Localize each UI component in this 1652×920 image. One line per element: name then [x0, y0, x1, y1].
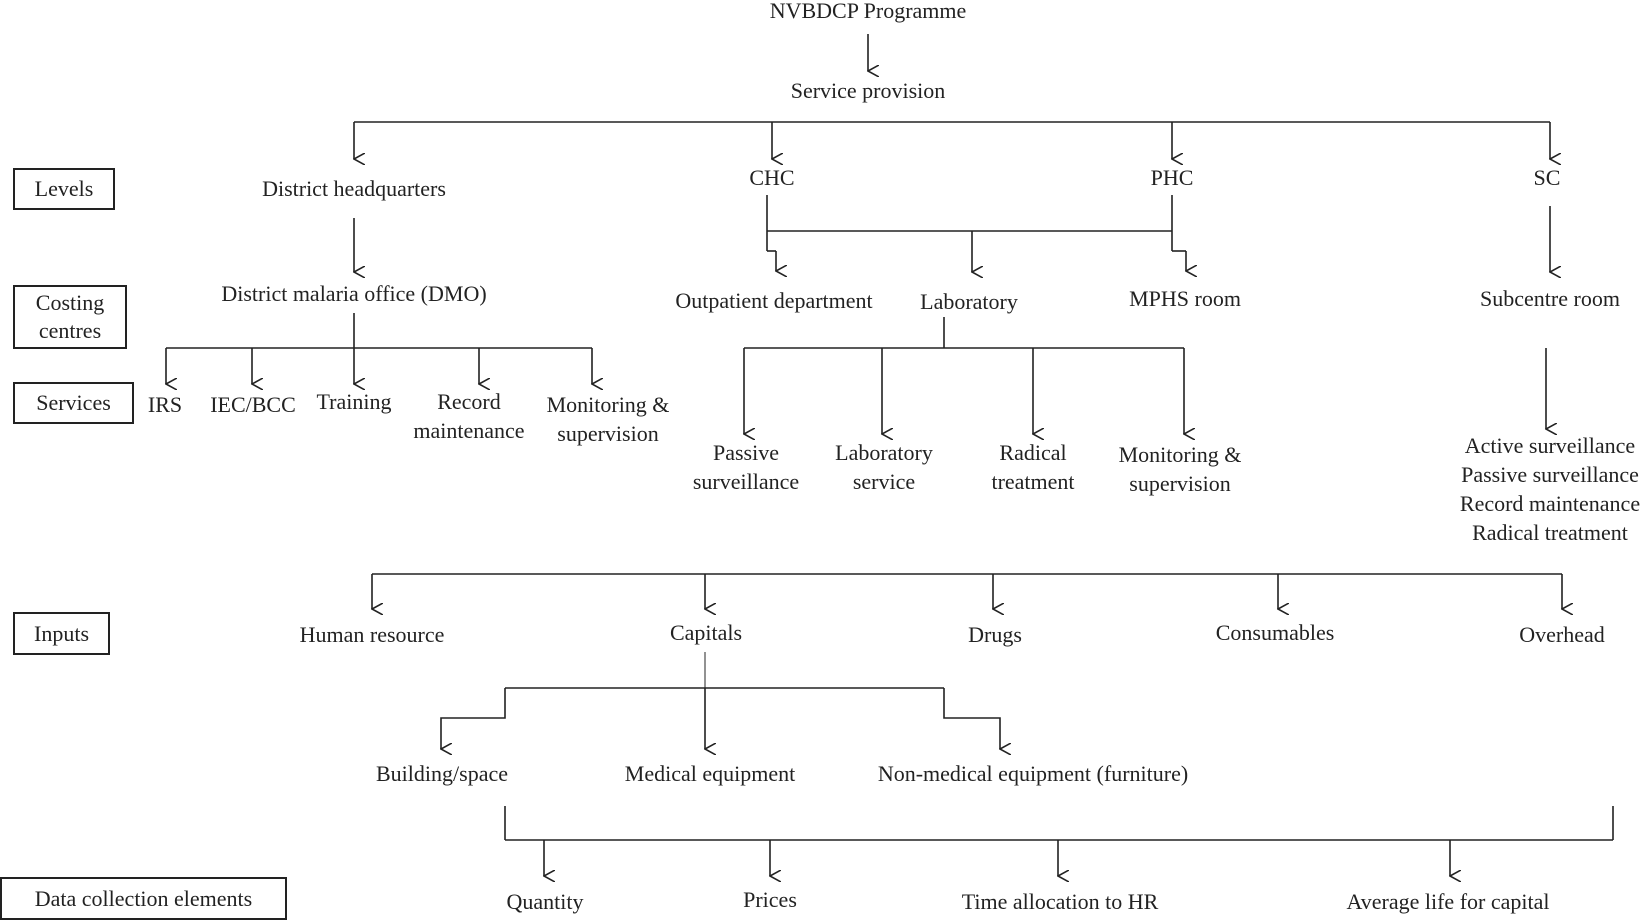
overhead-node: Overhead	[1519, 622, 1605, 647]
services-label: Services	[13, 382, 134, 424]
data-collection-label-text: Data collection elements	[34, 885, 253, 911]
dmo-monitoring-line1: Monitoring &	[546, 392, 670, 417]
radical-treatment-node: Radical treatment	[991, 438, 1074, 496]
laboratory-service-node: Laboratory service	[835, 438, 933, 496]
passive-surveillance-node: Passive surveillance	[693, 438, 799, 496]
human-resource-node: Human resource	[299, 622, 445, 647]
consumables-node: Consumables	[1215, 620, 1335, 645]
labservice-line1: Laboratory	[835, 440, 933, 465]
building-node: Building/space	[376, 761, 508, 786]
service-provision-node: Service provision	[790, 78, 946, 103]
sc-passive: Passive surveillance	[1461, 462, 1639, 487]
inputs-label: Inputs	[13, 612, 110, 655]
costing-centres-label-line1: Costing	[35, 290, 105, 315]
sc-active: Active surveillance	[1464, 433, 1636, 458]
root-node: NVBDCP Programme	[769, 0, 967, 23]
dmo-node: District malaria office (DMO)	[221, 281, 487, 306]
dmo-monitoring-line2: supervision	[557, 421, 659, 446]
record-line1: Record	[437, 389, 501, 414]
arrow-building	[441, 688, 506, 749]
opd-node: Outpatient department	[675, 288, 873, 313]
lab-monitoring-line1: Monitoring &	[1118, 442, 1242, 467]
subcentre-node: Subcentre room	[1480, 286, 1620, 311]
nonmedical-equipment-node: Non-medical equipment (furniture)	[877, 761, 1189, 786]
training-node: Training	[316, 389, 392, 414]
medical-equipment-node: Medical equipment	[624, 761, 796, 786]
prices-node: Prices	[743, 887, 797, 912]
irs-node: IRS	[147, 392, 183, 417]
sc-node: SC	[1533, 165, 1561, 190]
arrow-nonmedical	[943, 688, 1000, 749]
radical-line2: treatment	[991, 469, 1075, 494]
mphs-node: MPHS room	[1129, 286, 1241, 311]
services-label-text: Services	[36, 390, 111, 415]
iec-node: IEC/BCC	[210, 392, 296, 417]
record-line2: maintenance	[413, 418, 525, 443]
chc-node: CHC	[749, 165, 795, 190]
data-collection-label: Data collection elements	[0, 877, 287, 920]
laboratory-node: Laboratory	[920, 289, 1018, 314]
inputs-label-text: Inputs	[34, 620, 89, 646]
levels-label-text: Levels	[34, 176, 94, 201]
time-allocation-node: Time allocation to HR	[961, 889, 1159, 914]
district-hq-node: District headquarters	[262, 176, 446, 201]
record-maintenance-node: Record maintenance	[413, 387, 524, 445]
passive-line2: surveillance	[692, 469, 800, 494]
capitals-node: Capitals	[669, 620, 743, 645]
labservice-line2: service	[852, 469, 916, 494]
sc-record: Record maintenance	[1459, 491, 1641, 516]
sc-radical: Radical treatment	[1472, 520, 1628, 545]
costing-centres-label-line2: centres	[38, 318, 102, 343]
average-life-node: Average life for capital	[1346, 889, 1550, 914]
lab-monitoring-node: Monitoring & supervision	[1119, 440, 1242, 498]
drugs-node: Drugs	[968, 622, 1022, 647]
lab-monitoring-line2: supervision	[1129, 471, 1231, 496]
radical-line1: Radical	[999, 440, 1067, 465]
passive-line1: Passive	[712, 440, 779, 465]
costing-centres-label: Costing centres	[13, 285, 127, 349]
sc-services-node: Active surveillance Passive surveillance…	[1460, 431, 1640, 547]
phc-node: PHC	[1150, 165, 1194, 190]
quantity-node: Quantity	[506, 889, 584, 914]
dmo-monitoring-node: Monitoring & supervision	[547, 390, 670, 448]
levels-label: Levels	[13, 168, 115, 210]
